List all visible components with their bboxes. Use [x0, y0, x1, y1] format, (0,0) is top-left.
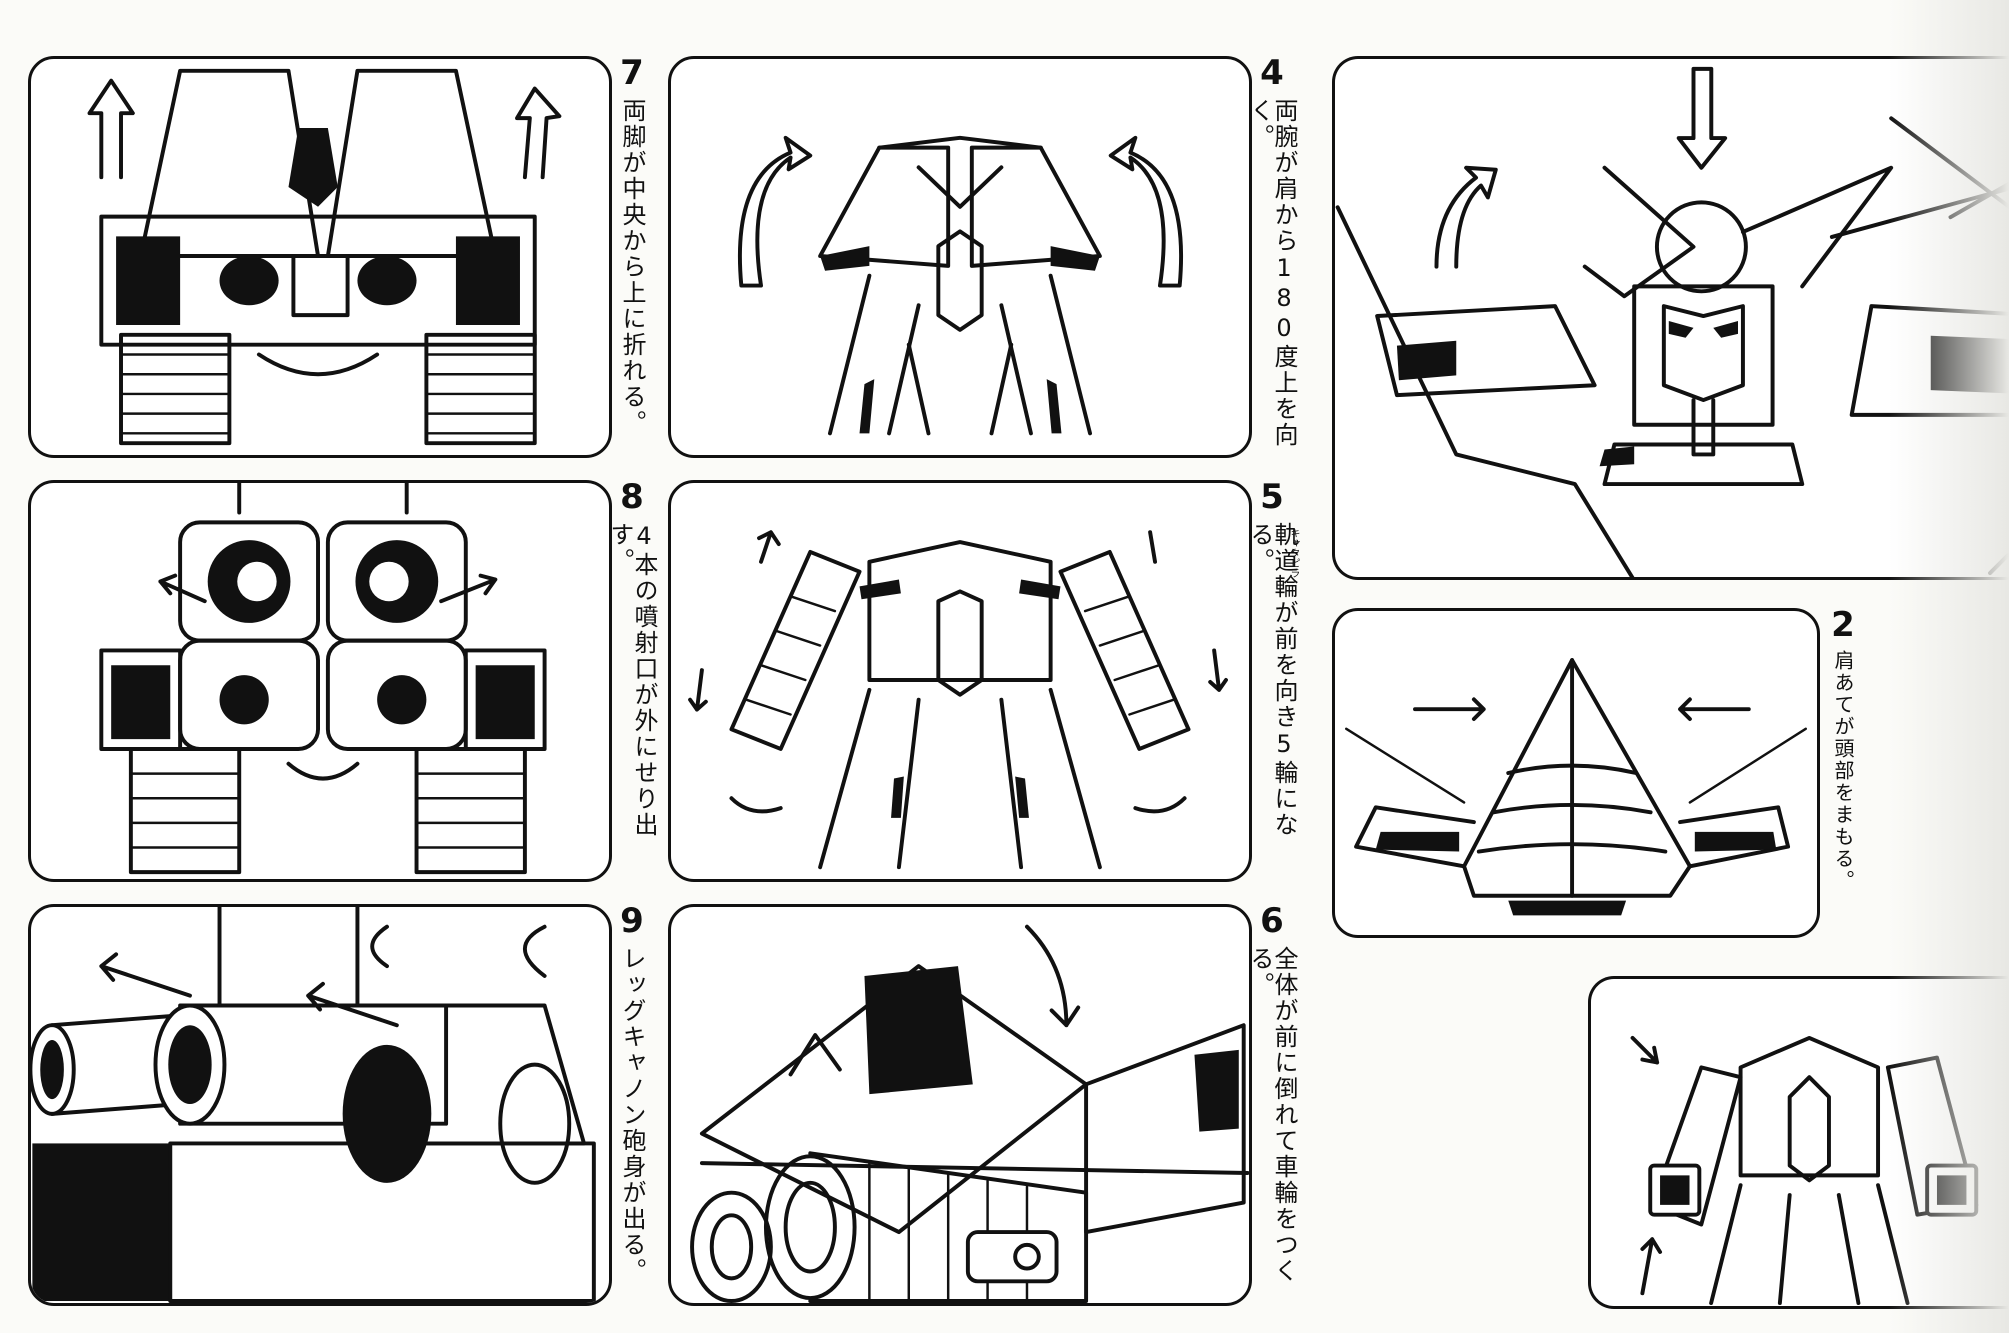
step-number: 8 [620, 477, 644, 517]
robot-legs-fold-illustration [87, 68, 562, 446]
panel-step-8 [28, 480, 612, 882]
caption-step-5: 5 軌道輪が前を向き5輪になる。 [1246, 477, 1298, 882]
step-number: 2 [1831, 605, 1855, 645]
step-text: 両腕が肩から180度上を向く。 [1246, 98, 1298, 448]
panel-step-5 [668, 480, 1252, 882]
caption-step-4: 4 両腕が肩から180度上を向く。 [1246, 53, 1298, 458]
caption-step-7: 7 両脚が中央から上に折れる。 [612, 56, 652, 458]
panel-arms-open [1588, 976, 2008, 1309]
panel-step-6 [668, 904, 1252, 1306]
caterpillar-wheels-illustration [688, 530, 1228, 870]
step-number: 7 [620, 53, 644, 93]
step-text: 軌道輪が前を向き5輪になる。 [1246, 522, 1298, 838]
step-text: 全体が前に倒れて車輪をつくる。 [1246, 946, 1298, 1284]
leg-cannon-illustration [31, 907, 596, 1303]
panel-step-7 [28, 56, 612, 458]
vehicle-wheels-illustration [690, 924, 1249, 1303]
ruby-caterpillar: キャタピラ [1288, 528, 1299, 578]
shoulder-guard-illustration [1345, 658, 1807, 916]
caption-step-8: 8 4本の噴射口が外にせり出す。 [606, 477, 658, 882]
panel-step-9 [28, 904, 612, 1306]
robot-arms-open-illustration [1630, 1035, 1979, 1306]
step-text: 肩あてが頭部をまもる。 [1831, 650, 1855, 892]
robot-thrusters-illustration [99, 483, 547, 875]
robot-head-illustration [1335, 66, 2009, 577]
step-number: 4 [1260, 53, 1284, 93]
step-text: 4本の噴射口が外にせり出す。 [606, 522, 658, 838]
step-number: 6 [1260, 901, 1284, 941]
step-text: レッグキャノン砲身が出る。 [618, 946, 646, 1284]
step-number: 9 [620, 901, 644, 941]
panel-step-4 [668, 56, 1252, 458]
caption-step-9: 9 レッグキャノン砲身が出る。 [612, 904, 652, 1306]
step-text: 両脚が中央から上に折れる。 [618, 98, 646, 436]
caption-step-2: 2 肩あてが頭部をまもる。 [1820, 608, 1866, 938]
panel-step-2 [1332, 608, 1820, 938]
arms-rotate-illustration [737, 135, 1184, 436]
step-number: 5 [1260, 477, 1284, 517]
panel-head-closeup [1332, 56, 2009, 580]
caption-step-6: 6 全体が前に倒れて車輪をつくる。 [1246, 901, 1298, 1306]
